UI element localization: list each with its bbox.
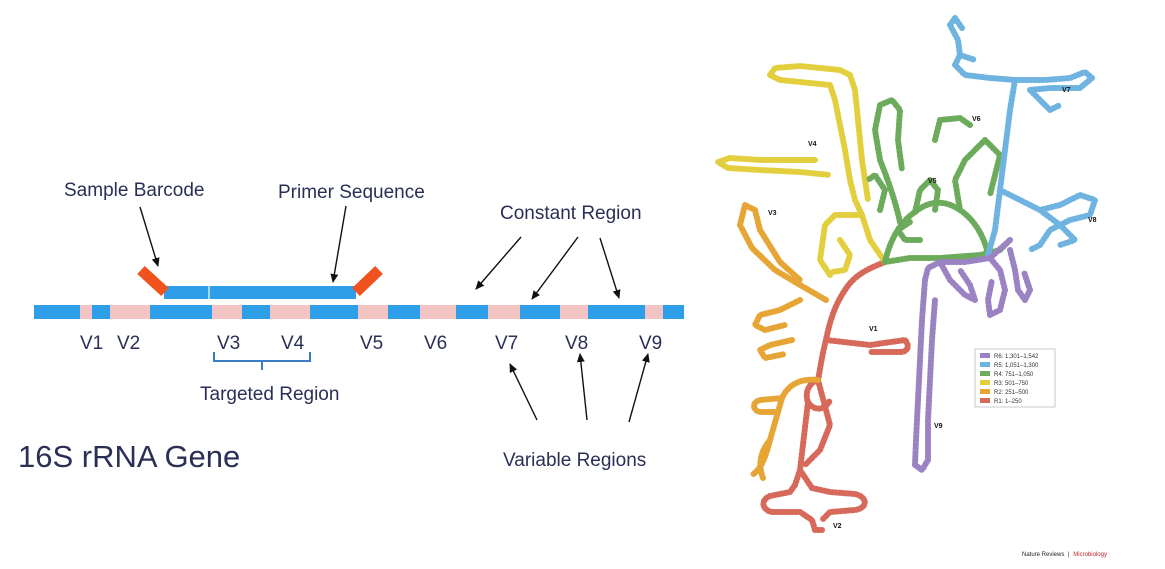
arrow-constant-3 — [599, 237, 621, 299]
variable-region-labels: V1 V2 V3 V4 V5 V6 V7 V8 V9 — [80, 333, 662, 354]
structure-label-v5: V5 — [928, 178, 937, 185]
v-label: V2 — [117, 333, 140, 354]
structure-region-r6 — [912, 237, 1033, 473]
structure-label-v8: V8 — [1088, 217, 1097, 224]
primer-construct — [137, 265, 383, 299]
constant-region-label: Constant Region — [500, 203, 642, 224]
primer-sequence-label: Primer Sequence — [278, 182, 425, 203]
barcode-right — [352, 266, 383, 296]
barcode-left — [137, 265, 169, 297]
variable-segment-v4 — [270, 305, 310, 319]
v-label: V8 — [565, 333, 588, 354]
legend-r4: R4: 751–1,050 — [994, 372, 1034, 378]
variable-segment-v6 — [420, 305, 456, 319]
credit-section: Microbiology — [1073, 552, 1107, 558]
variable-regions-label: Variable Regions — [503, 450, 646, 471]
v-label: V9 — [639, 333, 662, 354]
variable-segment-v8 — [560, 305, 588, 319]
structure-label-v1: V1 — [869, 326, 878, 333]
arrow-variable-v7 — [509, 363, 538, 421]
structure-label-v3: V3 — [768, 210, 777, 217]
structure-label-v6: V6 — [972, 116, 981, 123]
legend-r2: R2: 251–500 — [994, 390, 1029, 396]
variable-segment-v5 — [358, 305, 388, 319]
credit-separator: | — [1068, 552, 1070, 558]
arrow-constant-2 — [531, 236, 579, 300]
annotation-arrows — [139, 205, 650, 423]
credit-journal: Nature Reviews — [1022, 552, 1064, 558]
v-label: V4 — [281, 333, 305, 354]
structure-region-r1 — [760, 259, 911, 533]
structure-region-r4 — [865, 97, 1013, 265]
sample-barcode-label: Sample Barcode — [64, 180, 204, 201]
legend-r1: R1: 1–250 — [994, 399, 1022, 405]
v-label: V3 — [217, 333, 240, 354]
structure-label-v4: V4 — [808, 141, 817, 148]
arrow-sample-barcode — [139, 206, 160, 267]
v-label: V5 — [360, 333, 383, 354]
structure-region-r3 — [715, 63, 888, 278]
arrow-primer-sequence — [330, 205, 347, 283]
structure-label-v9: V9 — [934, 423, 943, 430]
variable-segment-v1 — [80, 305, 92, 319]
variable-segment-v2 — [110, 305, 150, 319]
v-label: V1 — [80, 333, 103, 354]
v-label: V6 — [424, 333, 447, 354]
journal-credit: Nature Reviews | Microbiology — [1022, 552, 1107, 558]
arrow-constant-1 — [475, 236, 522, 290]
structure-label-v2: V2 — [833, 523, 842, 530]
legend-r3: R3: 501–750 — [994, 381, 1029, 387]
targeted-region-label: Targeted Region — [200, 384, 339, 405]
variable-segment-v7 — [488, 305, 520, 319]
structure-region-r5 — [947, 15, 1098, 258]
variable-segment-v3 — [212, 305, 242, 319]
arrow-variable-v9 — [628, 353, 650, 423]
variable-segment-v9 — [645, 305, 663, 319]
primer-bar — [164, 286, 356, 299]
targeted-region-bracket — [213, 352, 311, 370]
legend-r6: R6: 1,301–1,542 — [994, 354, 1039, 360]
legend-r5: R5: 1,051–1,300 — [994, 363, 1039, 369]
gene-diagram: Sample Barcode Primer Sequence Constant … — [18, 180, 684, 474]
structure-label-v7: V7 — [1062, 87, 1071, 94]
structure-region-r2 — [737, 202, 829, 481]
secondary-structure: V1 V2 V3 V4 V5 V6 V7 V8 V9 R6: 1,301–1,5… — [715, 15, 1107, 558]
structure-region-labels: V1 V2 V3 V4 V5 V6 V7 V8 V9 — [768, 87, 1097, 530]
structure-legend: R6: 1,301–1,542 R5: 1,051–1,300 R4: 751–… — [974, 348, 1056, 408]
gene-title: 16S rRNA Gene — [18, 439, 240, 474]
v-label: V7 — [495, 333, 518, 354]
variable-segments — [80, 305, 663, 319]
arrow-variable-v8 — [576, 353, 588, 421]
